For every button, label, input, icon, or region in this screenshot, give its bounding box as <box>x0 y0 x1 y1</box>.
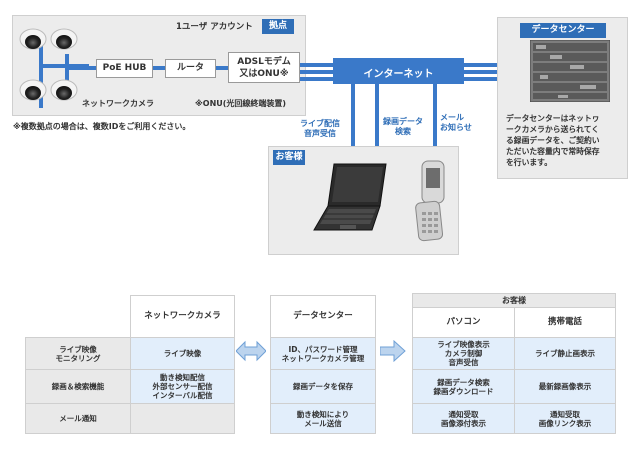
row-label: メール通知 <box>25 403 131 434</box>
row-label-line: 録画＆検索機能 <box>51 382 105 391</box>
pc-cell-line: ライブ映像表示 <box>437 340 490 349</box>
adsl-line-1: ADSLモデム <box>237 57 291 67</box>
dome-camera-icon <box>50 28 78 50</box>
right-arrow-icon <box>380 340 406 362</box>
flow-rec-line-1: 録画データ <box>383 117 423 126</box>
datacenter-cell: 動き検知により メール送信 <box>270 403 376 434</box>
row-label-line: モニタリング <box>55 353 101 363</box>
datacenter-cell-line: 動き検知により <box>296 409 350 419</box>
dome-camera-icon <box>50 79 78 101</box>
pc-cell-line: 録画データ検索 <box>437 377 490 387</box>
pc-cell-line: 録画ダウンロード <box>433 386 494 396</box>
pc-cell-line: 画像添付表示 <box>441 418 486 428</box>
pc-cell: 録画データ検索 録画ダウンロード <box>412 369 515 404</box>
flow-mail-line-1: メール <box>440 113 464 122</box>
datacenter-cell: ID、パスワード管理 ネットワークカメラ管理 <box>270 337 376 370</box>
location-tag: 拠点 <box>262 19 294 34</box>
row-label-line: ライブ映像 <box>59 344 97 354</box>
camera-cell <box>130 403 235 434</box>
datacenter-desc-line: る録画データを、ご契約い <box>506 136 600 145</box>
customer-tag: お客様 <box>273 150 305 165</box>
datacenter-cell-line: メール送信 <box>304 418 342 428</box>
dome-camera-icon <box>19 28 47 50</box>
datacenter-desc-line: ークカメラから送られてく <box>506 125 600 134</box>
customer-group-header: お客様 <box>412 293 616 308</box>
pc-header: パソコン <box>412 307 515 338</box>
pc-cell-line: 音声受信 <box>448 358 479 367</box>
camera-label: ネットワークカメラ <box>82 99 154 108</box>
account-label: 1ユーザ アカウント <box>176 22 253 32</box>
mobile-cell-line: 最新録画像表示 <box>538 382 592 391</box>
mobile-header: 携帯電話 <box>514 307 616 338</box>
datacenter-tag: データセンター <box>520 23 606 38</box>
datacenter-desc-line: を行います。 <box>506 158 553 167</box>
camera-cell-line: 外部センサー配信 <box>152 382 213 391</box>
mobile-cell: 最新録画像表示 <box>514 369 616 404</box>
camera-header: ネットワークカメラ <box>130 295 235 338</box>
adsl-modem-box: ADSLモデム 又はONU※ <box>228 52 300 83</box>
datacenter-desc-line: データセンターはネットヮ <box>506 114 600 123</box>
datacenter-desc-line: ただいた容量内で常時保存 <box>506 147 600 156</box>
camera-cell: ライブ映像 <box>130 337 235 370</box>
mobile-cell-line: ライブ静止画表示 <box>535 349 595 358</box>
empty-corner <box>25 295 131 338</box>
laptop-icon <box>313 163 387 231</box>
pc-cell-line: 通知受取 <box>448 409 479 419</box>
camera-group <box>19 28 89 108</box>
mobile-cell: 通知受取 画像リンク表示 <box>514 403 616 434</box>
dome-camera-icon <box>19 79 47 101</box>
datacenter-cell: 録画データを保存 <box>270 369 376 404</box>
double-arrow-icon <box>236 340 266 362</box>
pc-cell-line: カメラ制御 <box>444 349 483 358</box>
poe-hub-box: PoE HUB <box>96 59 153 78</box>
mobile-phone-icon <box>415 160 445 242</box>
server-rack-icon <box>530 40 610 102</box>
camera-cell-line: ライブ映像 <box>163 349 202 358</box>
datacenter-function-table: データセンター ID、パスワード管理 ネットワークカメラ管理 録画データを保存 … <box>270 295 376 434</box>
datacenter-cell-line: ID、パスワード管理 <box>288 344 358 354</box>
mobile-cell-line: 画像リンク表示 <box>538 418 592 428</box>
datacenter-description: データセンターはネットヮ ークカメラから送られてく る録画データを、ご契約い た… <box>506 113 628 168</box>
onu-note: ※ONU(光回線終端装置) <box>195 99 287 108</box>
row-label: ライブ映像 モニタリング <box>25 337 131 370</box>
flow-mail-line-2: お知らせ <box>440 123 472 132</box>
flow-live-line-1: ライブ配信 <box>300 119 340 128</box>
camera-cell-line: インターバル配信 <box>152 391 213 400</box>
flow-rec-label: 録画データ 検索 <box>383 117 423 137</box>
datacenter-cell-line: ネットワークカメラ管理 <box>281 353 365 363</box>
flow-live-line-2: 音声受信 <box>304 129 336 138</box>
row-label-line: メール通知 <box>59 414 97 423</box>
camera-cell-line: 動き検知配信 <box>160 373 205 382</box>
router-box: ルータ <box>165 59 216 78</box>
customer-table: お客様 パソコン 携帯電話 ライブ映像表示 カメラ制御 音声受信 ライブ静止画表… <box>412 293 616 434</box>
row-label: 録画＆検索機能 <box>25 369 131 404</box>
multi-site-note: ※複数拠点の場合は、複数IDをご利用ください。 <box>13 122 191 131</box>
internet-bar <box>333 58 464 84</box>
flow-mail-label: メール お知らせ <box>440 113 472 133</box>
adsl-line-2: 又はONU※ <box>239 69 289 79</box>
datacenter-header: データセンター <box>270 295 376 338</box>
flow-live-label: ライブ配信 音声受信 <box>300 119 340 139</box>
mobile-cell: ライブ静止画表示 <box>514 337 616 370</box>
camera-cell: 動き検知配信 外部センサー配信 インターバル配信 <box>130 369 235 404</box>
internet-label: インターネット <box>363 69 434 80</box>
datacenter-cell-line: 録画データを保存 <box>293 382 353 391</box>
pc-cell: 通知受取 画像添付表示 <box>412 403 515 434</box>
mobile-cell-line: 通知受取 <box>550 409 580 419</box>
flow-rec-line-2: 検索 <box>395 127 411 136</box>
pc-cell: ライブ映像表示 カメラ制御 音声受信 <box>412 337 515 370</box>
camera-feature-table: ネットワークカメラ ライブ映像 モニタリング ライブ映像 録画＆検索機能 動き検… <box>25 295 235 434</box>
